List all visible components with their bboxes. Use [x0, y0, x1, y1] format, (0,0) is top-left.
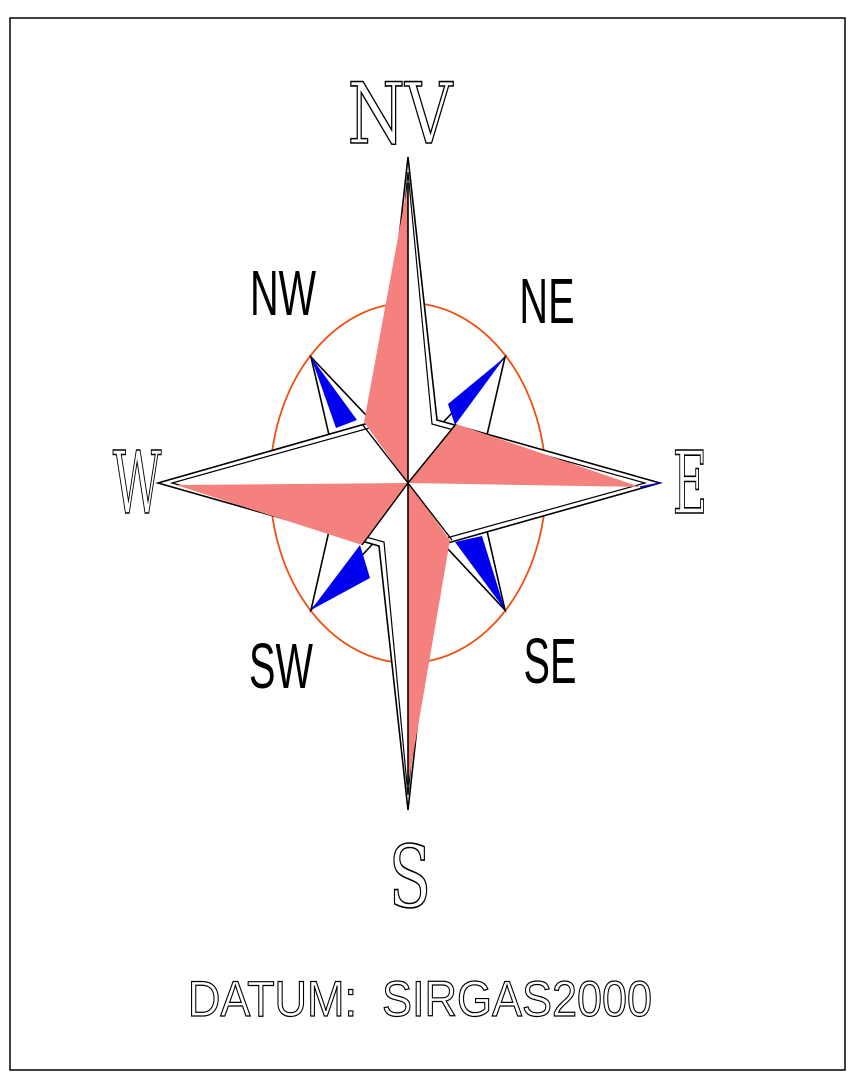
southeast-label: SE	[524, 627, 577, 698]
northwest-label: NW	[250, 259, 317, 330]
west-label: W	[113, 435, 162, 534]
northeast-label: NE	[519, 267, 574, 338]
arrow-nw-blue	[311, 357, 357, 428]
north-label: NV	[348, 65, 454, 163]
south-label: S	[389, 827, 431, 928]
cardinal-star	[158, 157, 660, 810]
arrow-se-blue	[455, 536, 505, 610]
datum-caption: DATUM: SIRGAS2000	[188, 972, 652, 1028]
southwest-label: SW	[249, 632, 313, 703]
east-label: E	[673, 435, 708, 534]
